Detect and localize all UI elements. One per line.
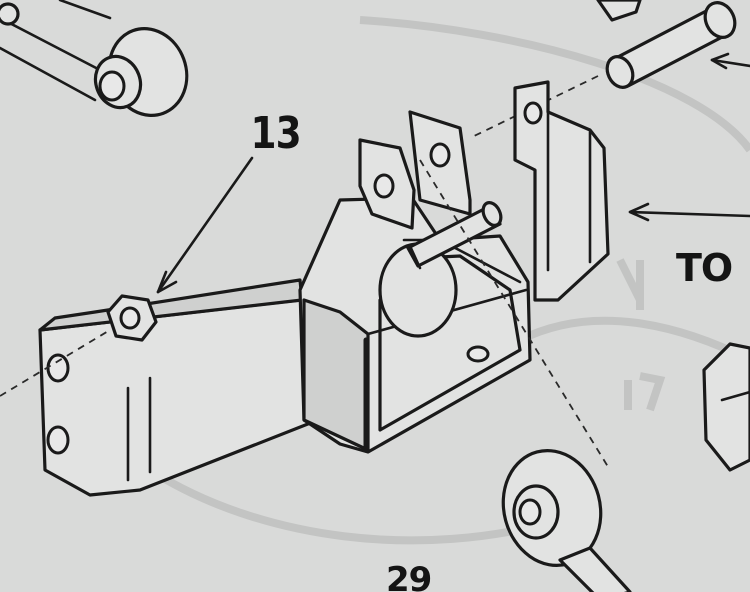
arm-hole-bottom [46, 425, 70, 455]
u-bracket [513, 80, 610, 302]
arm-hole-top [46, 353, 70, 383]
nut-13 [106, 294, 158, 342]
ghost-arc-bottom [147, 466, 562, 545]
rod-end [501, 449, 632, 592]
hex-nut-right [702, 342, 750, 472]
callout-number-13: 13 [250, 108, 301, 159]
ghost-digit [616, 258, 644, 310]
pin-bolt [469, 0, 737, 139]
arrow-top-right [710, 58, 750, 68]
centerline-left [0, 329, 111, 397]
figure-number: 29 [386, 560, 432, 592]
ghost-arc-top [359, 16, 750, 153]
arrow-to [628, 210, 750, 218]
main-bracket [38, 110, 532, 497]
rod-assembly [0, 0, 189, 117]
centerline-diagonal [419, 159, 611, 471]
leader-13 [156, 156, 254, 294]
ghost-arc-right [518, 316, 750, 364]
to-label: TO [676, 246, 733, 290]
